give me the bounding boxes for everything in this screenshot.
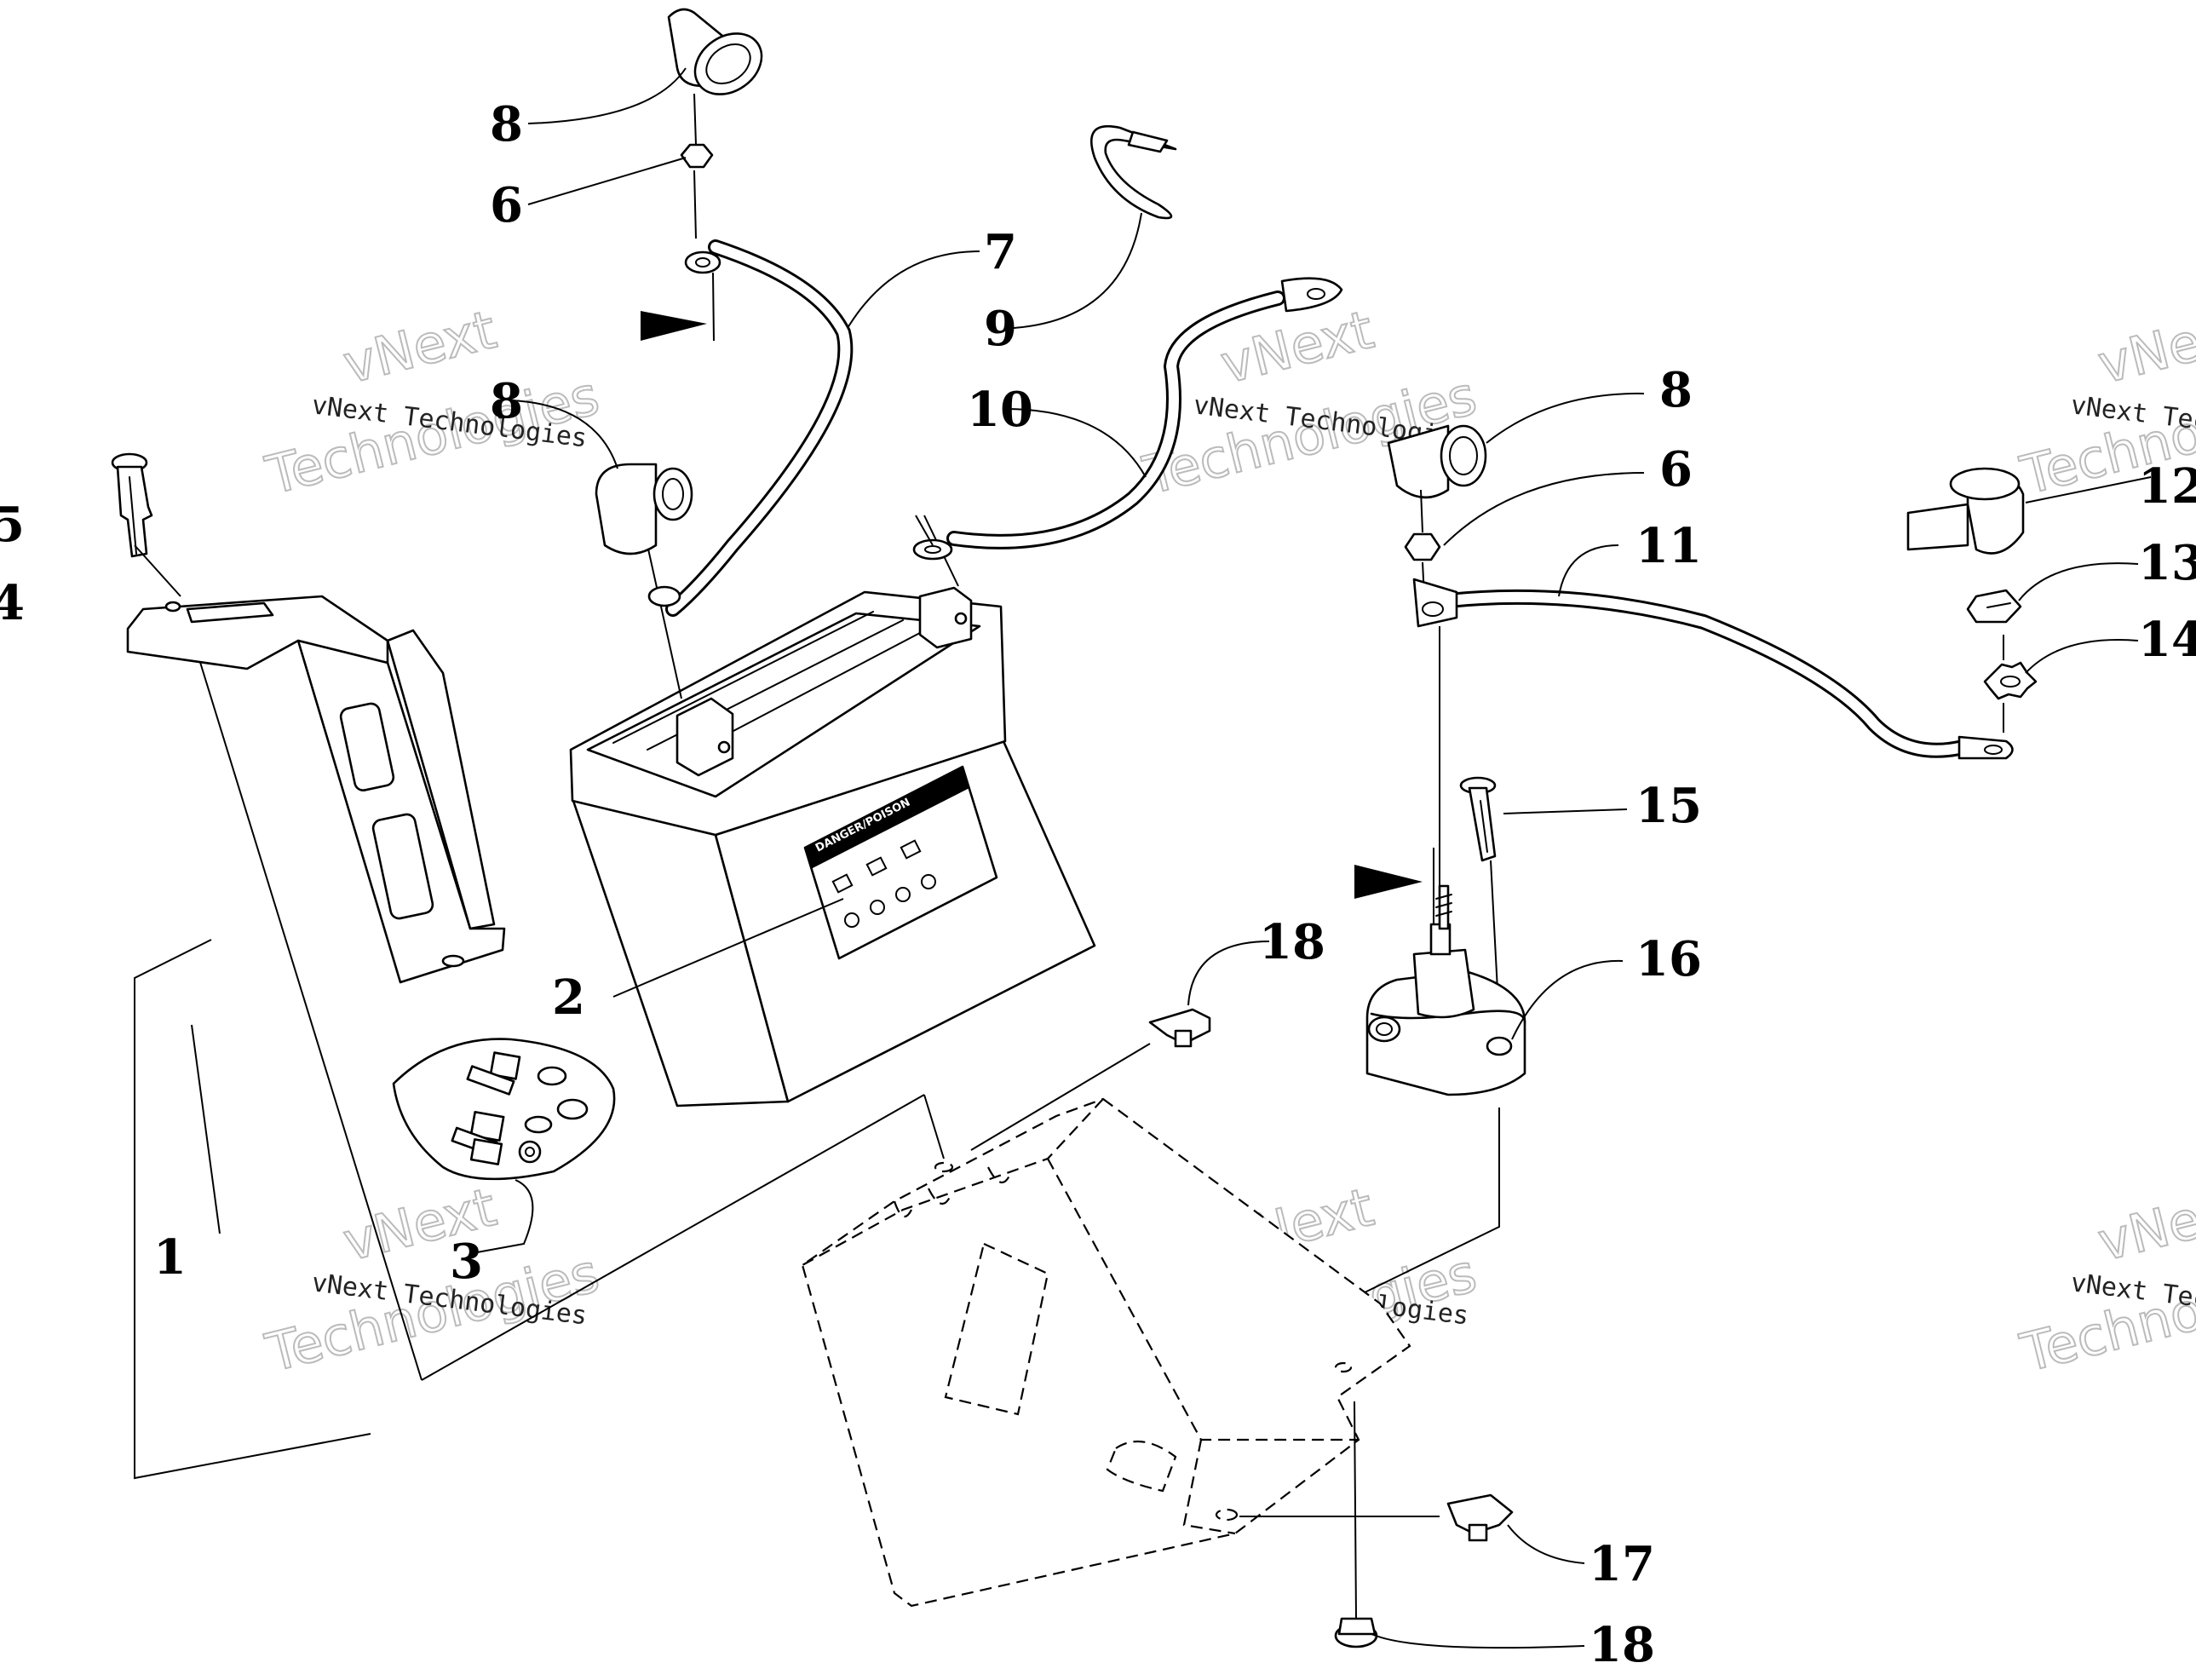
callout-11: 11: [1636, 518, 1702, 574]
group-bracket: [134, 634, 423, 1480]
battery: DANGER/POISON: [569, 515, 1096, 1108]
callout-8b: 8: [490, 373, 523, 429]
starter-cable: [1412, 544, 2014, 760]
flange-nut-bottom: [1334, 1617, 1585, 1649]
callout-7: 7: [984, 224, 1017, 280]
lock-washer: [1983, 635, 2139, 733]
nut-small: [1966, 562, 2139, 624]
hardware-kit: [392, 1038, 616, 1253]
callout-labels: 1 2 3 4 5 6 7 8 8 9 10 8 6 11 12 13 14 1…: [0, 96, 2196, 1673]
svg-text:vNext: vNext: [2092, 1176, 2196, 1274]
negative-cable: [912, 277, 1343, 561]
svg-text:vNext: vNext: [337, 298, 502, 396]
callout-16: 16: [1636, 931, 1702, 987]
bracket-screw: [111, 452, 181, 597]
speed-nut-lower: [1446, 1493, 1585, 1564]
callout-1: 1: [153, 1229, 187, 1286]
callout-6b: 6: [1659, 441, 1693, 498]
battery-tray: [421, 1094, 1440, 1620]
callout-5: 5: [0, 497, 25, 553]
nut-top: [527, 143, 714, 239]
callout-8a: 8: [490, 96, 523, 152]
callout-8c: 8: [1659, 362, 1693, 418]
watermark-1: vNext Technologies vNext Technologies: [259, 297, 606, 508]
callout-3: 3: [450, 1234, 483, 1290]
starter-solenoid: [1324, 626, 1624, 1313]
callout-12: 12: [2138, 458, 2196, 515]
positive-cable: [641, 239, 980, 617]
watermark-4: vNext Technologies vNext Technologies: [259, 1175, 606, 1385]
terminal-boot-right: [1387, 392, 1645, 533]
svg-text:vNext: vNext: [2092, 298, 2196, 396]
solenoid-bolt: [1459, 776, 1628, 1023]
terminal-boot-top: [527, 8, 763, 146]
callout-2: 2: [552, 969, 585, 1026]
watermark-6: vNext Technologies vNext Technologies: [2014, 1175, 2196, 1385]
callout-13: 13: [2138, 535, 2196, 591]
callout-18b: 18: [1589, 1617, 1655, 1673]
callout-4: 4: [0, 575, 25, 631]
callout-14: 14: [2138, 612, 2196, 668]
callout-17: 17: [1589, 1536, 1655, 1592]
callout-6a: 6: [490, 177, 523, 233]
callout-15: 15: [1636, 778, 1702, 834]
terminal-boot-left: [510, 400, 693, 555]
nut-right: [1404, 472, 1645, 597]
speed-nut-top: [970, 941, 1270, 1151]
cable-strap: [1013, 124, 1177, 329]
terminal-cap-right: [1906, 467, 2152, 555]
callout-18a: 18: [1259, 914, 1325, 970]
callout-9: 9: [984, 301, 1017, 357]
battery-bracket: [126, 595, 506, 984]
callout-10: 10: [967, 382, 1033, 438]
